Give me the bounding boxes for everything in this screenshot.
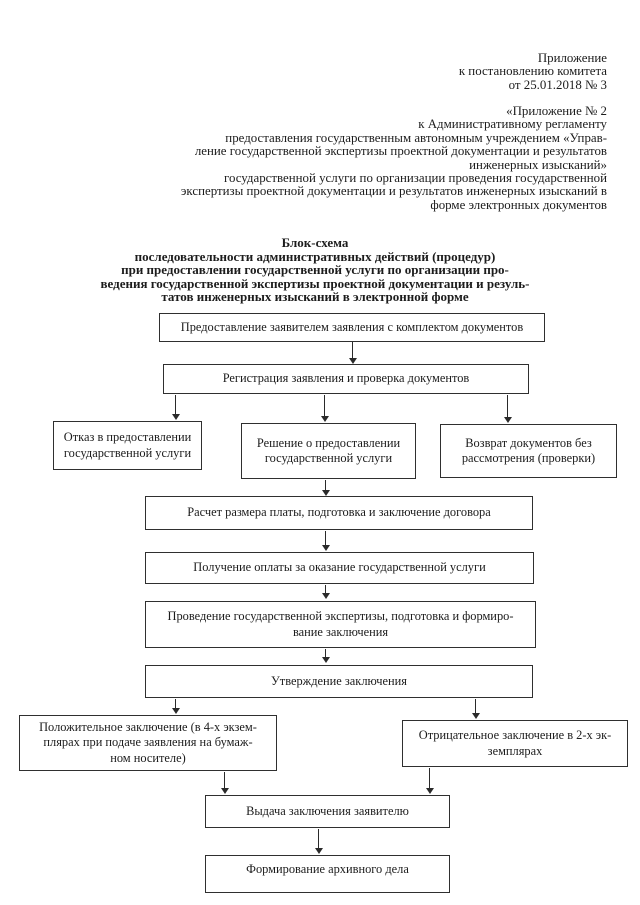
arrow-down-icon <box>471 699 480 719</box>
annex-note: Приложение к постановлению комитета от 2… <box>458 51 607 92</box>
arrow-down-icon <box>171 395 180 420</box>
flow-node-fee: Расчет размера платы, подготовка и заклю… <box>145 496 533 530</box>
arrow-down-icon <box>503 395 512 423</box>
arrow-down-icon <box>314 829 323 854</box>
arrow-down-icon <box>321 585 330 599</box>
flow-node-issue: Выдача заключения заявителю <box>205 795 450 828</box>
arrow-down-icon <box>348 342 357 364</box>
flow-node-approval: Утверждение заключения <box>145 665 533 698</box>
arrow-down-icon <box>320 395 329 422</box>
flow-node-negative-conclusion: Отрицательное заключение в 2-х эк- земпл… <box>402 720 628 767</box>
flow-node-register: Регистрация заявления и проверка докумен… <box>163 364 529 394</box>
arrow-down-icon <box>321 531 330 551</box>
arrow-down-icon <box>220 772 229 794</box>
flow-node-submit: Предоставление заявителем заявления с ко… <box>159 313 545 342</box>
page-title: Блок-схема последовательности администра… <box>100 235 530 304</box>
flow-node-positive-conclusion: Положительное заключение (в 4-х экзем- п… <box>19 715 277 771</box>
flow-node-expertise: Проведение государственной экспертизы, п… <box>145 601 536 648</box>
annex-reference: «Приложение № 2 к Административному регл… <box>180 104 607 212</box>
flow-node-refuse: Отказ в предоставлении государственной у… <box>53 421 202 470</box>
arrow-down-icon <box>425 768 434 794</box>
flow-node-payment: Получение оплаты за оказание государстве… <box>145 552 534 584</box>
arrow-down-icon <box>171 699 180 714</box>
arrow-down-icon <box>321 480 330 496</box>
arrow-down-icon <box>321 649 330 663</box>
flow-node-return-docs: Возврат документов без рассмотрения (про… <box>440 424 617 478</box>
flow-node-decision: Решение о предоставлении государственной… <box>241 423 416 479</box>
flow-node-archive: Формирование архивного дела <box>205 855 450 893</box>
